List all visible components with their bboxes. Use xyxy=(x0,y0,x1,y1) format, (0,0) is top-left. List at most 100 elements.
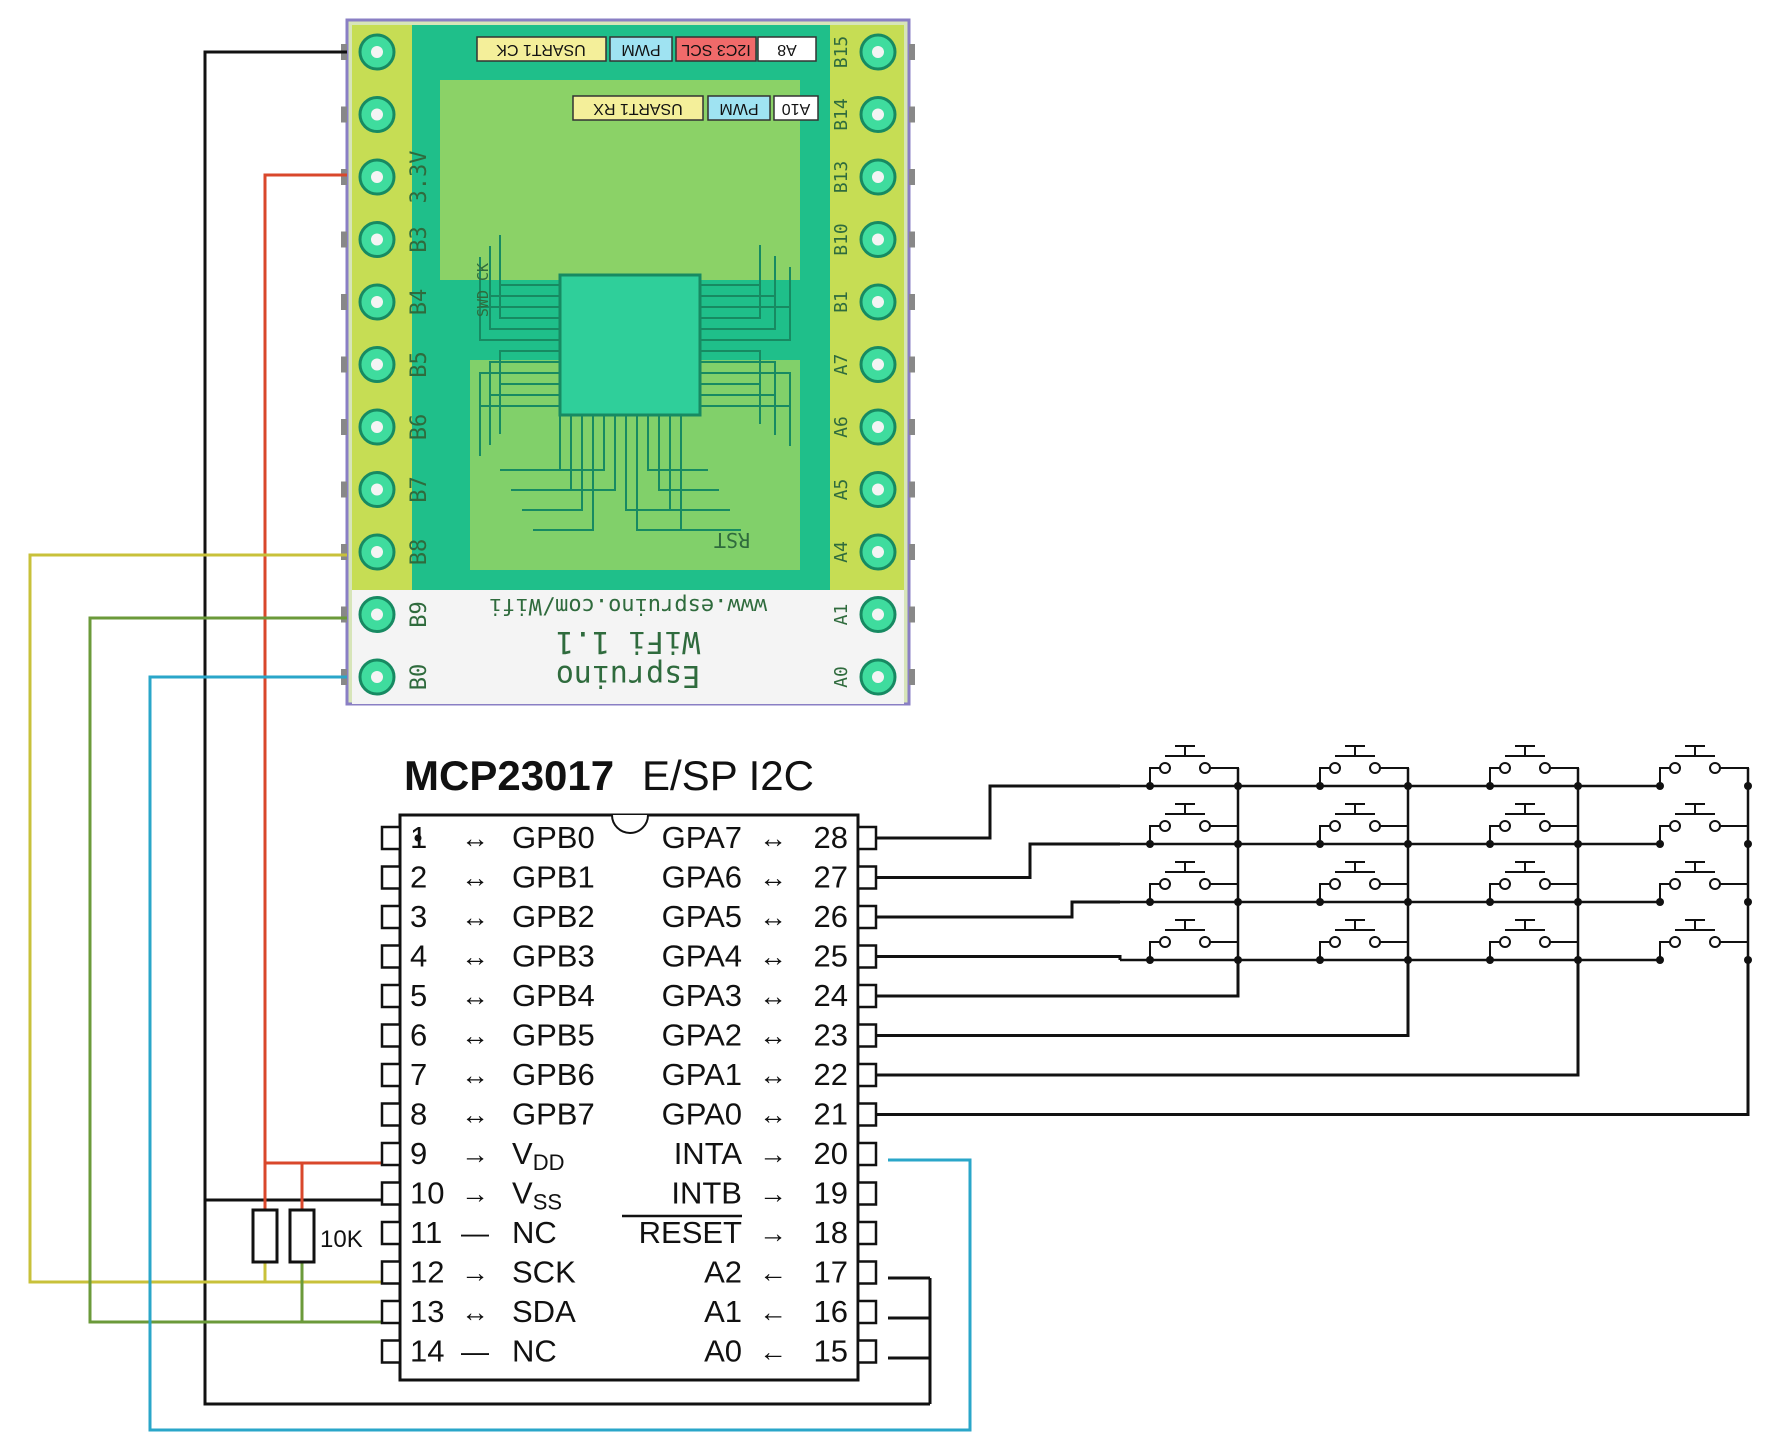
wire-gnd-address xyxy=(888,1276,932,1404)
tag-pwm-1 xyxy=(609,36,673,62)
board-pin-label-right: A1 xyxy=(831,604,852,626)
keypad-switch xyxy=(1316,745,1412,790)
chip-pin-name: GPB6 xyxy=(512,1057,595,1092)
resistor-scl xyxy=(251,1208,279,1264)
chip-pin-arrow: ↔ xyxy=(461,1099,489,1130)
chip-pin-box-right xyxy=(856,1220,878,1246)
board-pin-stub xyxy=(909,356,915,373)
chip-pin-number: 23 xyxy=(814,1018,848,1053)
chip-pin-arrow: ↔ xyxy=(759,901,787,932)
chip-pin-box-right xyxy=(856,904,878,930)
board-pin-label-right: A6 xyxy=(831,416,852,438)
pcb-trace xyxy=(479,405,560,456)
chip-pin-name: GPA6 xyxy=(662,860,742,895)
chip-pin-arrow: ↔ xyxy=(461,1059,489,1090)
board-pad-hole xyxy=(872,171,884,183)
chip-pin-box-right xyxy=(856,865,878,890)
board-pin-label-right: B10 xyxy=(831,223,852,256)
board-pin-label-left: B0 xyxy=(407,664,432,691)
chip-pin-box-right xyxy=(856,1141,878,1167)
board-label-area xyxy=(352,590,904,704)
wire-inta xyxy=(148,675,972,1432)
chip-pin-box-left xyxy=(380,1102,402,1127)
board-pad-hole xyxy=(872,546,884,558)
keypad-switch xyxy=(1146,919,1242,964)
chip-pin-number: 3 xyxy=(410,899,427,934)
board-pad-hole xyxy=(371,671,383,683)
tag-pwm-2 xyxy=(707,95,771,121)
chip-pin-arrow: ↔ xyxy=(759,822,787,853)
chip-pin-number: 19 xyxy=(814,1176,848,1211)
board-pad-hole xyxy=(872,671,884,683)
board-pin-stub xyxy=(341,106,347,123)
pcb-trace xyxy=(499,383,560,434)
board-pin-stub xyxy=(909,481,915,498)
board-pin-stub xyxy=(909,106,915,123)
chip-pin-arrow: — xyxy=(461,1217,489,1248)
tag-usart1-rx-text: USART1 RX xyxy=(593,100,683,117)
chip-pin-number: 12 xyxy=(410,1255,444,1290)
chip-pin-number: 13 xyxy=(410,1294,444,1329)
chip-pin-name: GPA7 xyxy=(662,820,742,855)
chip-pin-name: NC xyxy=(512,1215,557,1250)
resistor-label: 10K xyxy=(320,1226,363,1253)
chip-pin-name: GPB2 xyxy=(512,899,595,934)
chip-pin-arrow: ↔ xyxy=(759,1020,787,1051)
chip-pin-number: 1 xyxy=(410,820,427,855)
chip-pin-box-right xyxy=(856,1260,878,1285)
pcb-trace xyxy=(700,278,761,319)
chip-pin-arrow: ↔ xyxy=(461,1020,489,1051)
pcb-trace xyxy=(700,350,761,391)
chip-pin-box-left xyxy=(380,944,402,969)
board-pad-hole xyxy=(371,608,383,621)
board-pin-stub xyxy=(909,231,915,248)
keypad-4x4 xyxy=(1120,745,1752,964)
keypad-column-wire xyxy=(876,960,1410,1037)
chip-pin-box-left xyxy=(380,1181,402,1206)
chip-pin-arrow: — xyxy=(461,1336,489,1367)
chip-pin-name: SCK xyxy=(512,1255,576,1290)
chip-pin-box-right xyxy=(856,1062,878,1088)
board-pad-hole xyxy=(371,296,383,308)
chip-pin-arrow: ↔ xyxy=(759,1059,787,1090)
chip-pin-box-right xyxy=(856,1102,878,1127)
keypad-switch xyxy=(1146,861,1242,906)
chip-pin-box-right xyxy=(856,825,878,851)
tag-i2c3-scl-text: I2C3 SCL xyxy=(681,41,750,58)
pcb-trace xyxy=(700,372,791,413)
chip-pin-box-left xyxy=(380,904,402,930)
chip-pin-box-right xyxy=(856,1181,878,1206)
chip-pin-name: A1 xyxy=(704,1294,742,1329)
board-pin-label-right: A4 xyxy=(831,541,852,563)
board-pad-hole xyxy=(371,358,383,371)
pcb-trace xyxy=(555,415,616,491)
chip-pin-name: GPB5 xyxy=(512,1018,595,1053)
board-pin-label-right: B1 xyxy=(831,291,852,313)
chip-pin-name: RESET xyxy=(639,1215,742,1250)
mcu-chip xyxy=(558,273,702,417)
chip-pin-number: 27 xyxy=(814,860,848,895)
keypad-switch xyxy=(1486,745,1582,790)
chip-pin-box-left xyxy=(380,1339,402,1364)
board-pin-stub xyxy=(341,356,347,373)
chip-pin-arrow: → xyxy=(759,1217,787,1248)
pcb-trace xyxy=(499,268,560,319)
chip-pin-name: SDA xyxy=(512,1294,576,1329)
wires xyxy=(28,50,1750,1432)
chip-pin-name: GPA5 xyxy=(662,899,742,934)
board-pin-stub xyxy=(909,169,915,185)
chip-body xyxy=(398,813,860,1382)
chip-title-bold: MCP23017 xyxy=(404,752,614,799)
board-pad-hole xyxy=(872,108,884,121)
pin1-dot xyxy=(414,834,422,842)
chip-pin-name: GPA2 xyxy=(662,1018,742,1053)
chip-pin-number: 4 xyxy=(410,939,427,974)
chip-pins: 1↔GPB02↔GPB13↔GPB24↔GPB35↔GPB46↔GPB57↔GP… xyxy=(380,820,878,1369)
chip-pin-number: 7 xyxy=(410,1057,427,1092)
keypad-switch xyxy=(1656,919,1752,964)
board-name-line1: Espruino xyxy=(556,658,701,693)
chip-pin-name: NC xyxy=(512,1334,557,1369)
chip-pin-box-left xyxy=(380,1260,402,1285)
chip-pin-box-right xyxy=(856,1339,878,1364)
